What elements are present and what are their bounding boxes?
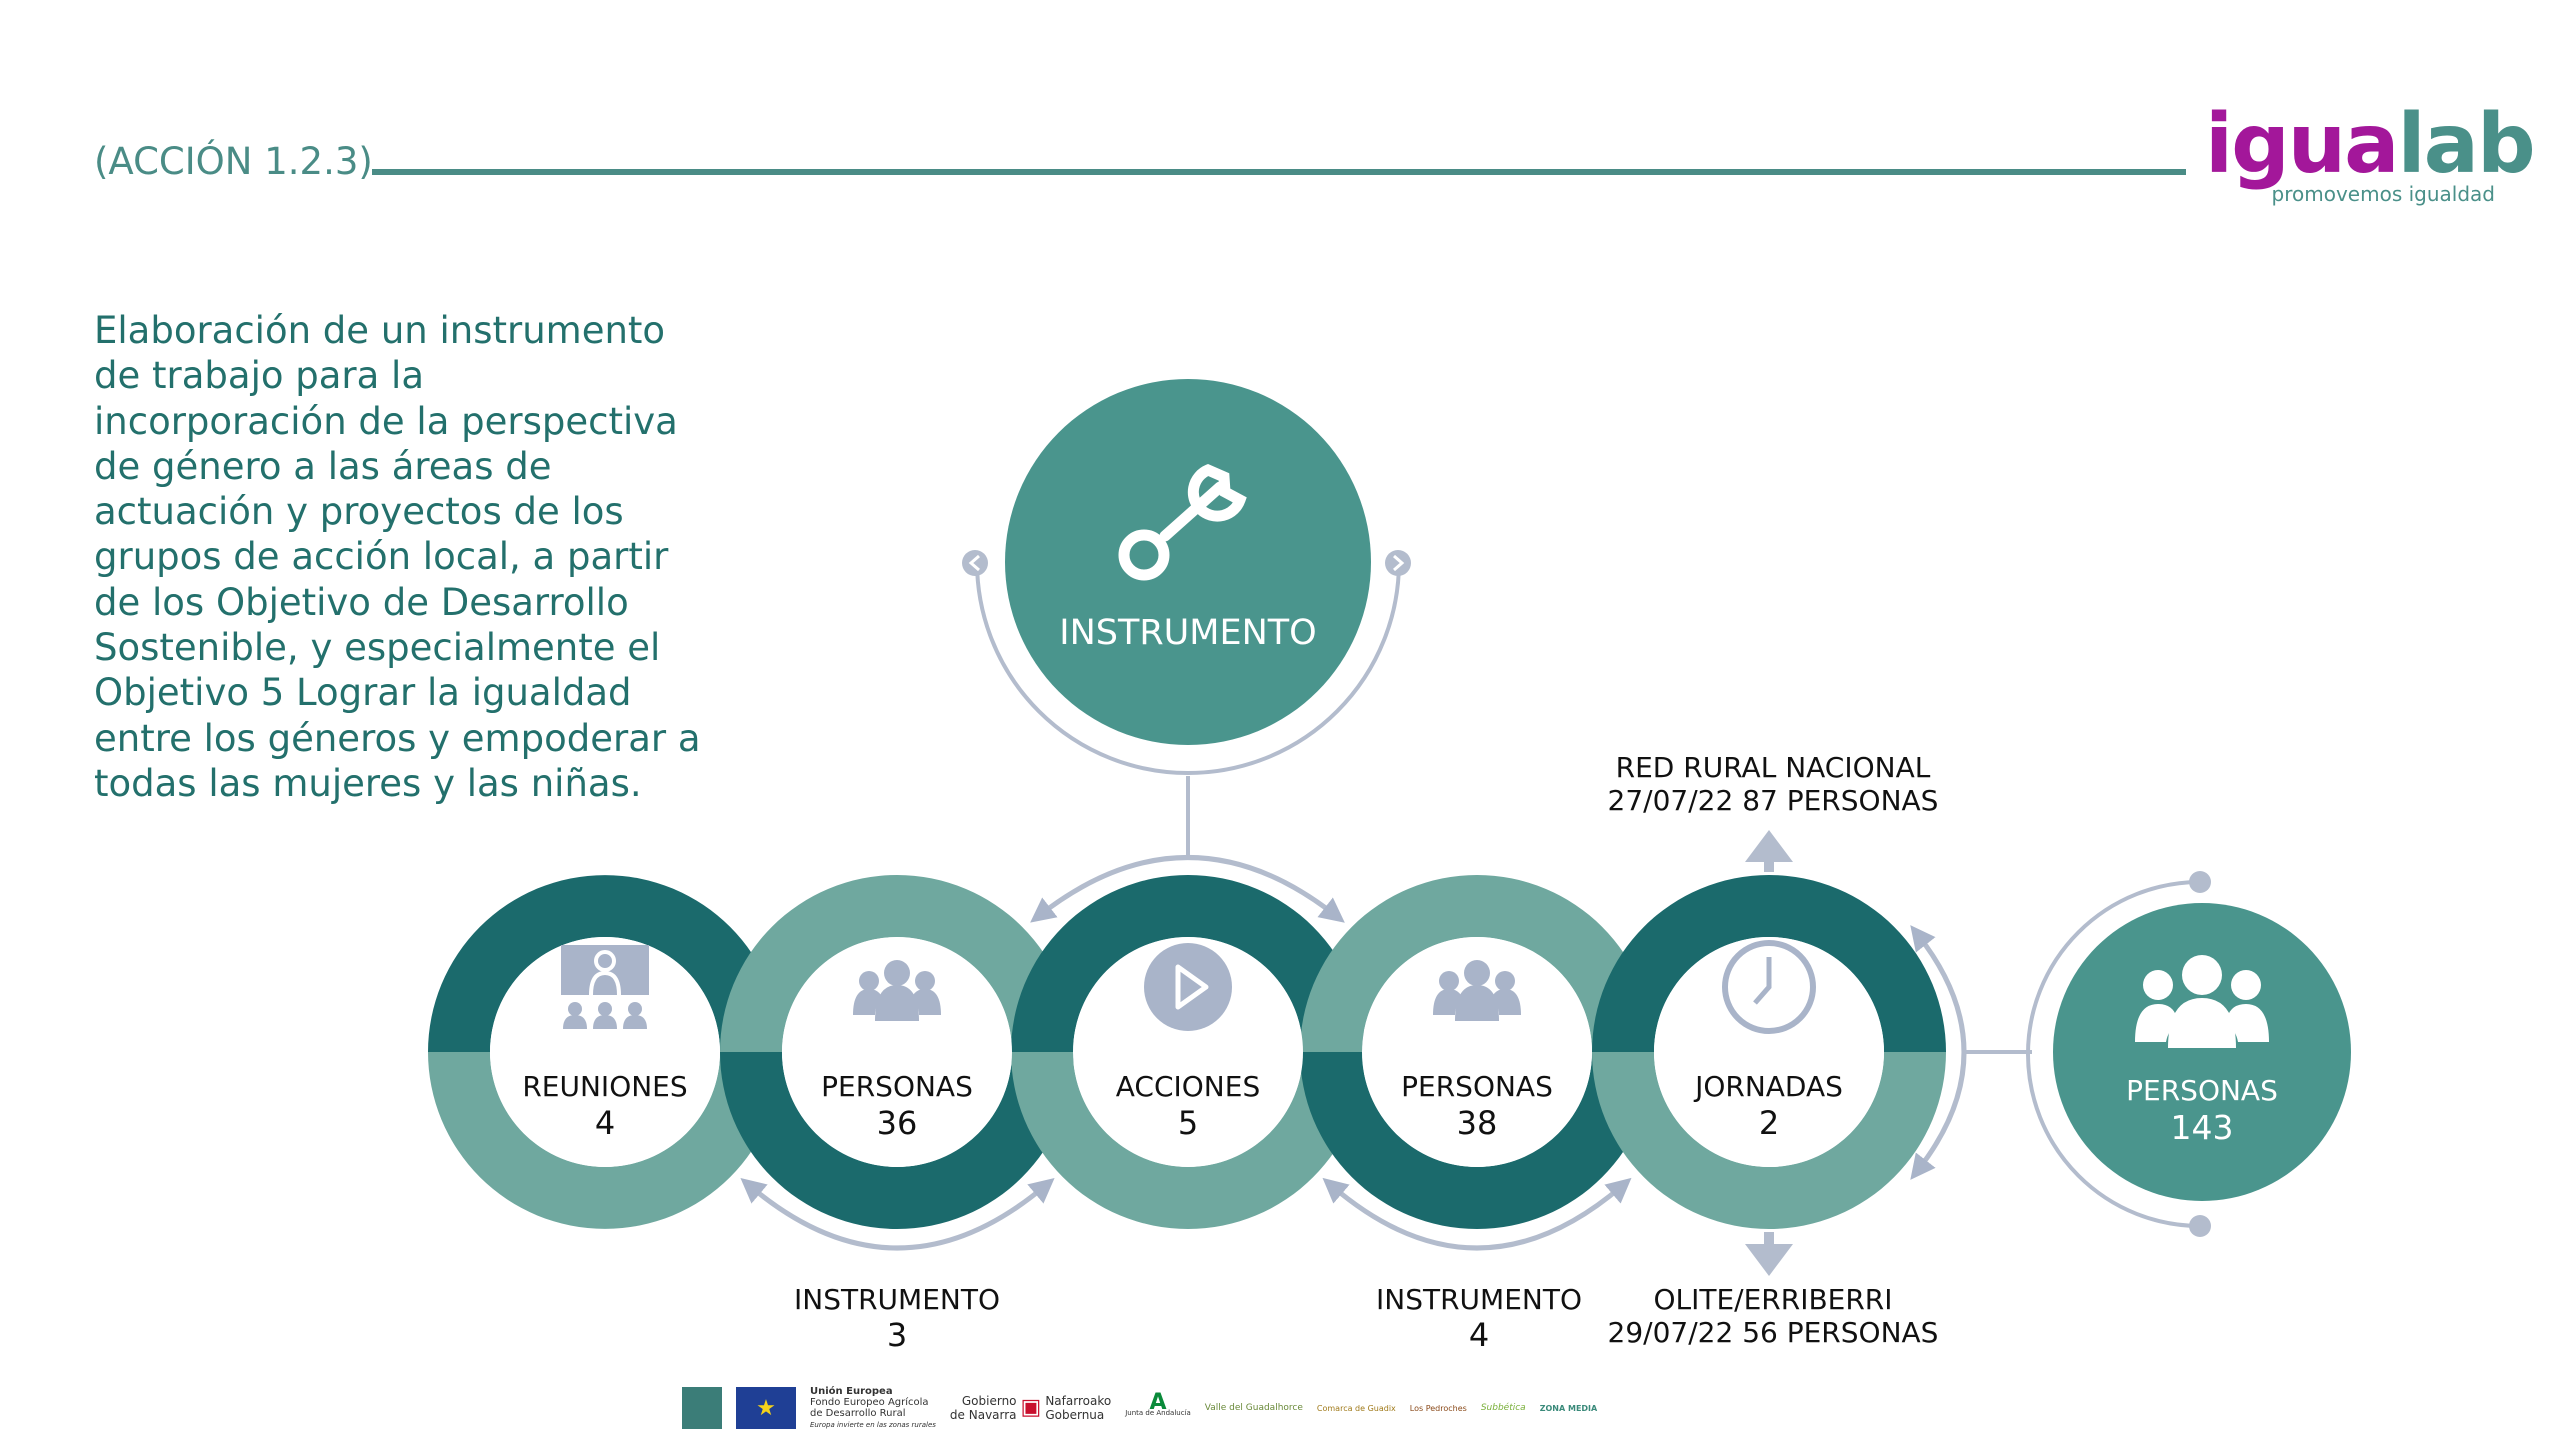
eu-sub2: de Desarrollo Rural: [810, 1407, 906, 1419]
andalucia-text: Junta de Andalucía: [1125, 1409, 1191, 1417]
group-icon: [1433, 960, 1521, 1021]
event-bottom-line2: 29/07/22 56 PERSONAS: [1608, 1316, 1939, 1349]
igualab-logo: igualab promovemos igualdad: [2205, 97, 2536, 210]
navarra4: Gobernua: [1045, 1408, 1105, 1422]
guadalhorce-logo: Valle del Guadalhorce: [1204, 1402, 1303, 1413]
ring-top-half: [1300, 875, 1654, 1052]
ring-center: [1654, 937, 1884, 1167]
total-arc-dot-bottom: [2189, 1215, 2211, 1237]
cycle-arrow-right: [1910, 925, 1967, 1180]
ring-center: [782, 937, 1012, 1167]
ring-value: 2: [1759, 1104, 1779, 1142]
cycle-arrow-top: [1030, 855, 1345, 923]
zonamedia-logo: ZONA MEDIA: [1539, 1403, 1598, 1413]
ring-label: REUNIONES: [522, 1070, 687, 1103]
section-title: (ACCIÓN 1.2.3): [94, 140, 373, 183]
ring-bottom-half: [1011, 1052, 1365, 1229]
ring-label: JORNADAS: [1693, 1070, 1843, 1103]
top-node-circle: [1005, 379, 1371, 745]
eu-sub3: Europa invierte en las zonas rurales: [810, 1420, 936, 1429]
description-line: entre los géneros y empoderar a: [94, 716, 701, 760]
clock-icon: [1722, 940, 1816, 1034]
ring-value: 36: [877, 1104, 918, 1142]
cycle-arrow-bottom-2: [1322, 1177, 1632, 1251]
subbetica-logo: Subbética: [1480, 1402, 1526, 1413]
eu-flag-logo: ★: [736, 1387, 796, 1429]
eu-sub1: Fondo Europeo Agrícola: [810, 1396, 929, 1408]
ring-value: 4: [595, 1104, 615, 1142]
prev-arrow-button[interactable]: [962, 550, 988, 576]
group-icon: [853, 960, 941, 1021]
navarra3: Nafarroako: [1045, 1394, 1112, 1408]
description-line: actuación y proyectos de los: [94, 490, 624, 534]
eu-title: Unión Europea: [810, 1385, 893, 1397]
description-line: de los Objetivo de Desarrollo: [94, 580, 629, 624]
up-arrow-icon: [1745, 830, 1793, 872]
description-line: Objetivo 5 Lograr la igualdad: [94, 671, 632, 715]
logo-word-b: lab: [2397, 97, 2536, 192]
description-line: de género a las áreas de: [94, 444, 552, 488]
header-divider: [372, 169, 2186, 175]
chevron-right-icon: [1393, 554, 1405, 572]
total-label: PERSONAS: [2126, 1074, 2278, 1107]
cycle-arrow-bottom-1: [740, 1177, 1055, 1251]
pedroches-logo: Los Pedroches: [1409, 1403, 1467, 1413]
ring-label: PERSONAS: [1401, 1070, 1553, 1103]
instrument-3-value: 3: [887, 1316, 907, 1354]
total-arc-dot-top: [2189, 871, 2211, 893]
description-line: todas las mujeres y las niñas.: [94, 761, 642, 805]
ring-bottom-half: [1592, 1052, 1946, 1229]
ring-top-half: [428, 875, 782, 1052]
down-arrow-icon: [1745, 1232, 1793, 1276]
guadix-logo: Comarca de Guadix: [1316, 1403, 1396, 1413]
navarra1: Gobierno: [961, 1394, 1017, 1408]
presentation-icon: [561, 945, 649, 1029]
instrument-4-label: INSTRUMENTO: [1376, 1283, 1582, 1316]
leader-logo: [682, 1387, 722, 1429]
top-node-label: INSTRUMENTO: [1059, 613, 1316, 653]
ring-value: 38: [1457, 1104, 1498, 1142]
total-circle: [2053, 903, 2351, 1201]
description-line: Sostenible, y especialmente el: [94, 626, 661, 670]
ring-label: PERSONAS: [821, 1070, 973, 1103]
group-icon: [2135, 955, 2269, 1048]
ring-value: 5: [1178, 1104, 1198, 1142]
ring-center: [490, 937, 720, 1167]
play-icon: [1144, 943, 1232, 1031]
instrument-3-label: INSTRUMENTO: [794, 1283, 1000, 1316]
navarra2: de Navarra: [949, 1408, 1017, 1422]
ring-center: [1362, 937, 1592, 1167]
description-line: Elaboración de un instrumento: [94, 309, 666, 352]
ring-bottom-half: [428, 1052, 782, 1229]
description-line: grupos de acción local, a partir: [94, 535, 669, 579]
ring-top-half: [1592, 875, 1946, 1052]
logo-word-a: igua: [2205, 97, 2400, 192]
instrument-4-value: 4: [1469, 1316, 1489, 1354]
total-arc: [2026, 880, 2201, 1228]
description-line: incorporación de la perspectiva: [94, 399, 678, 443]
description-line: de trabajo para la: [94, 354, 425, 398]
total-value: 143: [2171, 1108, 2234, 1147]
chevron-left-icon: [968, 554, 980, 572]
next-arrow-button[interactable]: [1385, 550, 1411, 576]
logo-tagline: promovemos igualdad: [2271, 182, 2495, 206]
event-top-line1: RED RURAL NACIONAL: [1616, 751, 1931, 784]
ring-top-half: [720, 875, 1074, 1052]
event-bottom-line1: OLITE/ERRIBERRI: [1653, 1283, 1892, 1316]
ring-label: ACCIONES: [1116, 1070, 1260, 1103]
wrench-icon: [1118, 464, 1247, 581]
ring-center: [1073, 937, 1303, 1167]
event-top-line2: 27/07/22 87 PERSONAS: [1608, 784, 1939, 817]
top-node-arc: [975, 561, 1401, 775]
